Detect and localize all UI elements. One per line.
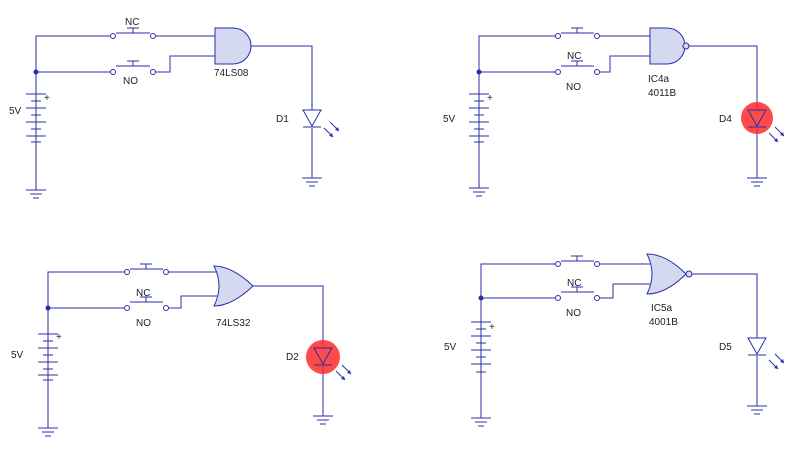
wire	[156, 55, 215, 73]
battery-label: 5V	[11, 350, 24, 361]
switch-top[interactable]	[555, 255, 600, 267]
wire	[169, 295, 217, 309]
ground-symbol	[26, 189, 46, 199]
gate-label-ref: IC5a	[651, 303, 673, 314]
switch-nc-label: NC	[567, 51, 581, 62]
junction-dot	[45, 305, 51, 311]
wire	[689, 45, 758, 110]
battery-plus: +	[56, 332, 62, 343]
switch-bottom[interactable]	[555, 286, 600, 301]
led-label: D2	[286, 352, 299, 363]
gate-label: 74LS32	[216, 318, 251, 329]
switch-no-label: NO	[566, 308, 581, 319]
wire	[253, 285, 324, 346]
wire	[35, 35, 110, 72]
or-gate[interactable]	[213, 265, 254, 307]
junction-dot	[33, 69, 39, 75]
gate-label-part: 4001B	[649, 317, 678, 328]
switch-top[interactable]	[124, 263, 169, 275]
led-d4	[741, 102, 785, 143]
switch-nc-label: NC	[136, 288, 150, 299]
led-d5	[747, 337, 785, 370]
nand-gate[interactable]	[649, 27, 686, 65]
circuit-and: NC NO 74LS08 + 5V	[9, 17, 340, 199]
wire	[689, 273, 758, 338]
nor-gate[interactable]	[646, 253, 687, 295]
gate-label-part: 4011B	[648, 88, 677, 99]
wire	[600, 283, 650, 299]
gate-label-ref: IC4a	[648, 74, 670, 85]
wire	[480, 263, 555, 298]
led-glow	[741, 102, 773, 134]
junction-dot	[476, 69, 482, 75]
led-d2	[306, 340, 352, 381]
battery-label: 5V	[444, 342, 457, 353]
ground-symbol	[469, 187, 489, 197]
battery-label: 5V	[9, 106, 22, 117]
circuit-nand: NC NO IC4a 4011B + 5V	[443, 27, 785, 197]
wire	[478, 35, 555, 72]
led-glow	[306, 340, 340, 374]
switch-no-label: NO	[123, 76, 138, 87]
switch-no-label: NO	[136, 318, 151, 329]
battery-plus: +	[44, 93, 50, 104]
wire	[251, 45, 313, 110]
battery-5v	[471, 321, 491, 373]
battery-plus: +	[487, 93, 493, 104]
junction-dot	[478, 295, 484, 301]
battery-5v	[469, 93, 489, 143]
wire	[47, 271, 124, 308]
ground-symbol	[747, 405, 767, 415]
ground-symbol	[747, 177, 767, 187]
circuit-nor: NC NO IC5a 4001B + 5V	[444, 253, 785, 427]
switch-nc-label: NC	[567, 278, 581, 289]
and-gate[interactable]	[214, 27, 252, 65]
led-label: D5	[719, 342, 732, 353]
switch-nc[interactable]	[110, 27, 156, 39]
battery-label: 5V	[443, 114, 456, 125]
gate-label: 74LS08	[214, 68, 249, 79]
led-d1	[302, 109, 340, 138]
ground-symbol	[302, 177, 322, 187]
switch-nc-label: NC	[125, 17, 139, 28]
inverter-bubble	[685, 270, 693, 278]
battery-plus: +	[489, 322, 495, 333]
switch-no[interactable]	[110, 60, 156, 75]
switch-top[interactable]	[555, 27, 600, 39]
switch-bottom[interactable]	[124, 296, 169, 311]
led-label: D4	[719, 114, 732, 125]
inverter-bubble	[682, 42, 690, 50]
battery-5v	[26, 93, 46, 143]
ground-symbol	[313, 415, 333, 425]
wire	[600, 55, 650, 73]
ground-symbol	[38, 427, 58, 437]
circuit-or: NC NO 74LS32 + 5V	[11, 263, 352, 437]
switch-no-label: NO	[566, 82, 581, 93]
battery-5v	[38, 333, 58, 381]
ground-symbol	[471, 417, 491, 427]
led-label: D1	[276, 114, 289, 125]
switch-bottom[interactable]	[555, 60, 600, 75]
